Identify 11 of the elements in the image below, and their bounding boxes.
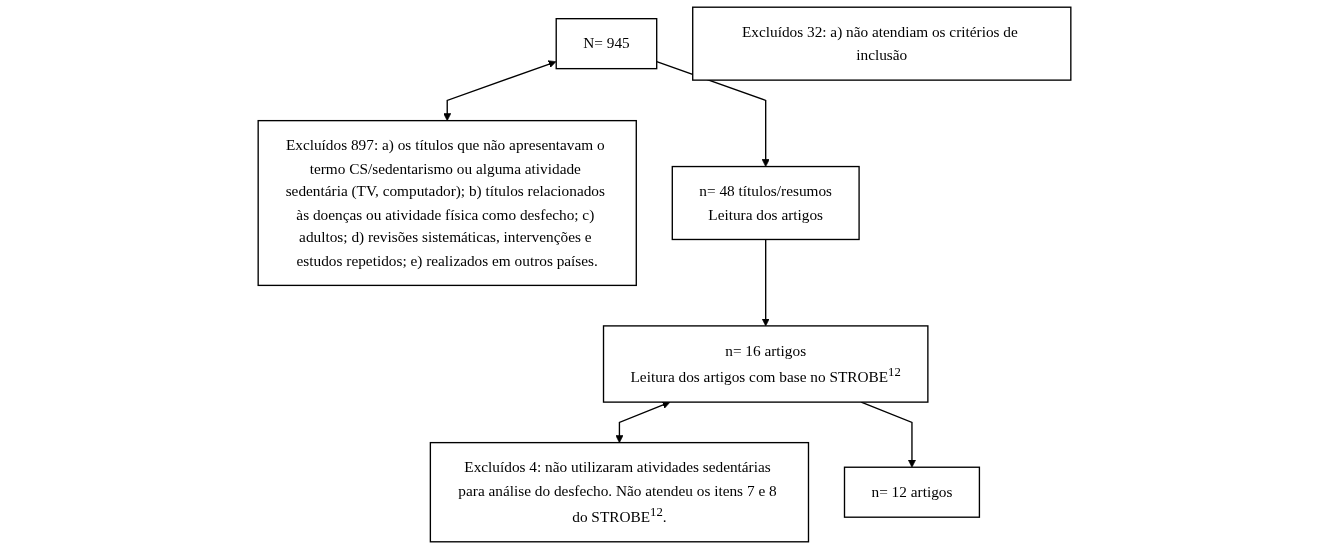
- arrow: [443, 60, 557, 121]
- node-box: n= 16 artigos Leitura dos artigos com base no STROBE$^{12}$: [602, 325, 929, 403]
- arrow: [615, 401, 671, 443]
- node-box: Excluídos 897: a) os títulos que não apresentavam o termo CS/sedentarismo ou alguma atividade sedentária (TV, computador); b) títulos relacionados às doenças ou atividade física como desfecho; c) adultos; d) revisões sistemáticas, intervenções e estudos repetidos; e) realizados em outros países.: [257, 119, 637, 287]
- node-box: n= 12 artigos: [843, 466, 981, 518]
- arrow: [656, 60, 770, 167]
- node-box: Excluídos 4: não utilizaram atividades sedentárias para análise do desfecho. Não atendeu os itens 7 e 8 do STROBE$^{12}$.: [429, 441, 810, 543]
- node-box: n= 48 títulos/resumos Leitura dos artigos: [671, 165, 860, 241]
- arrow: [761, 238, 770, 327]
- node-box: N= 945: [555, 18, 658, 70]
- node-box: Excluídos 32: a) não atendiam os critérios de inclusão: [692, 6, 1072, 81]
